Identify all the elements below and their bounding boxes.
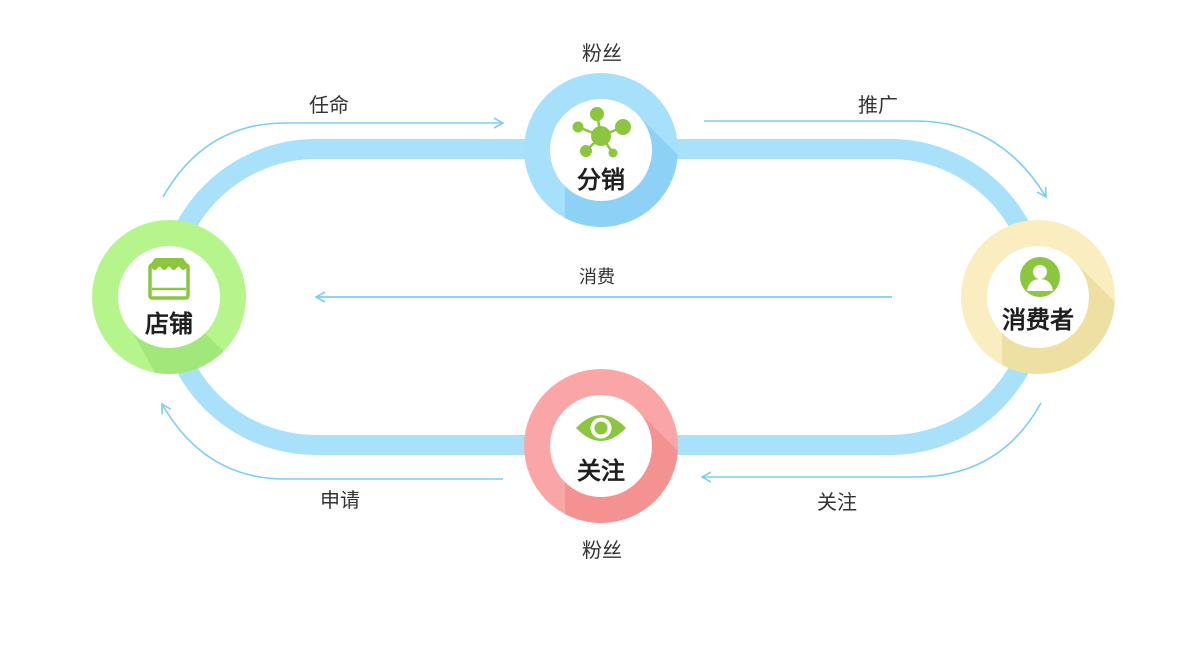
user-icon bbox=[1020, 257, 1060, 297]
distribution-node bbox=[524, 73, 678, 227]
eye-icon bbox=[576, 415, 626, 441]
arrow-label-promote: 推广 bbox=[858, 93, 898, 117]
node-label-distribution: 分销 bbox=[577, 166, 625, 194]
fans-bottom-label: 粉丝 bbox=[582, 538, 622, 562]
arrow-follow bbox=[700, 402, 1042, 483]
node-label-follow: 关注 bbox=[577, 457, 625, 485]
node-label-store: 店铺 bbox=[145, 310, 193, 338]
arrow-appoint bbox=[162, 117, 505, 198]
store-node bbox=[92, 220, 246, 374]
arrow-label-follow: 关注 bbox=[817, 490, 857, 514]
arrow-label-consume: 消费 bbox=[579, 267, 615, 288]
fans-top-label: 粉丝 bbox=[582, 41, 622, 65]
network-icon bbox=[572, 107, 631, 158]
arrow-apply bbox=[161, 402, 503, 480]
arrow-label-apply: 申请 bbox=[320, 488, 360, 512]
storefront-icon bbox=[148, 258, 190, 300]
follow-node bbox=[524, 369, 678, 523]
consumer-node bbox=[961, 220, 1115, 374]
arrow-promote bbox=[704, 120, 1047, 199]
node-label-consumer: 消费者 bbox=[1002, 306, 1074, 334]
arrow-label-appoint: 任命 bbox=[309, 93, 349, 117]
